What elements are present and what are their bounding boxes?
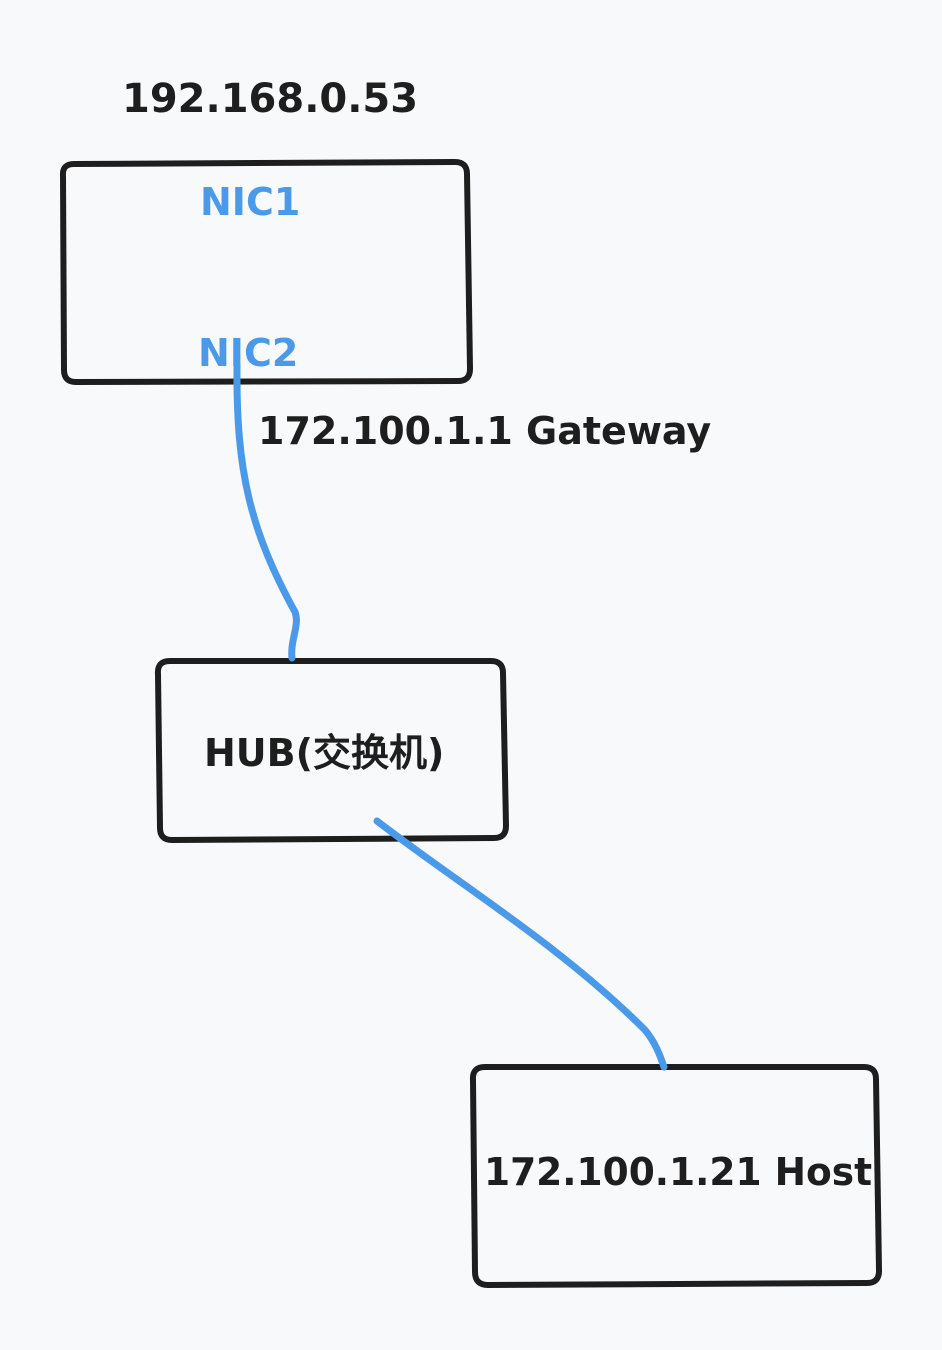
hub-box — [154, 658, 509, 843]
hub-label: HUB(交换机) — [204, 731, 444, 775]
host-box — [469, 1064, 882, 1288]
host-node[interactable] — [469, 1064, 882, 1288]
router-box — [59, 159, 473, 385]
router-ip-label: 192.168.0.53 — [122, 76, 418, 122]
hub-node[interactable] — [154, 658, 509, 843]
host-label: 172.100.1.21 Host — [484, 1150, 872, 1194]
router-node[interactable] — [59, 159, 473, 385]
router-to-hub-link — [233, 362, 300, 662]
nic1-label: NIC1 — [200, 180, 300, 224]
hub-to-host-link — [373, 817, 668, 1071]
nic2-label: NIC2 — [198, 331, 298, 375]
gateway-label: 172.100.1.1 Gateway — [258, 409, 711, 453]
